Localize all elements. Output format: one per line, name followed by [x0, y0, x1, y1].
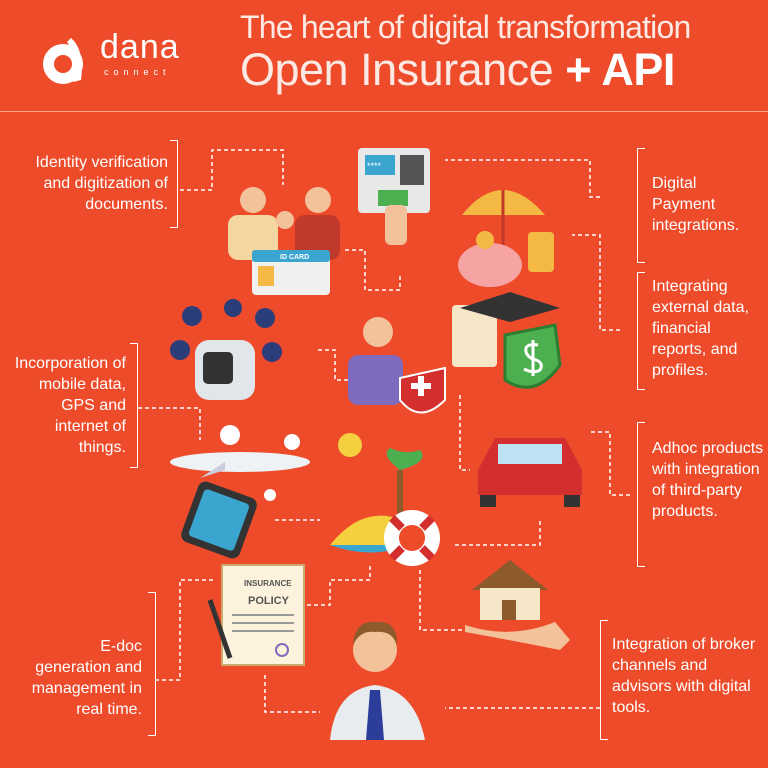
bracket: [170, 140, 178, 228]
airplane-icon: [170, 425, 310, 478]
graduation-money-shield-icon: [452, 292, 562, 389]
feature-mobile-gps-iot: Incorporation of mobile data, GPS and in…: [14, 355, 126, 456]
advisor-icon: [330, 621, 425, 740]
piggy-bank-umbrella-icon: [458, 190, 554, 287]
car-icon: [478, 438, 582, 507]
family-icon: [228, 187, 340, 260]
bracket: [637, 272, 645, 390]
smartphone-gps-icon: [181, 481, 276, 559]
header-subtitle: The heart of digital transformation: [240, 9, 691, 45]
house-in-hand-icon: [465, 560, 570, 650]
feature-edoc-generation: E-doc generation and management in real …: [31, 638, 142, 718]
bracket: [637, 422, 645, 567]
atm-icon: ****: [358, 148, 430, 245]
feature-adhoc-products: Adhoc products with integration of third…: [652, 440, 764, 520]
bracket: [130, 343, 138, 468]
feature-digital-payment: Digital Payment integrations.: [652, 175, 740, 234]
lifebuoy-icon: [384, 510, 440, 566]
policy-title-line2: POLICY: [248, 595, 290, 607]
bracket: [600, 620, 608, 740]
policy-title-line1: INSURANCE: [244, 579, 292, 588]
connector-lines: [138, 149, 630, 713]
insurance-policy-document-icon: INSURANCE POLICY: [207, 564, 305, 666]
bracket: [637, 148, 645, 263]
header-divider: [0, 111, 768, 112]
brand-subtitle: connect: [104, 67, 171, 77]
feature-external-data: Integrating external data, financial rep…: [652, 278, 749, 379]
bracket: [148, 592, 156, 736]
title-open-insurance: Open Insurance: [240, 44, 554, 95]
feature-broker-channels: Integration of broker channels and advis…: [612, 636, 756, 716]
brand-name: dana: [100, 28, 180, 66]
smartwatch-iot-icon: [170, 299, 282, 400]
header-title: Open Insurance + API: [240, 46, 675, 94]
atm-pin-text: ****: [367, 161, 382, 171]
dana-connect-logo: [43, 38, 83, 84]
id-card-icon: ID CARD: [252, 250, 330, 295]
dollar-sign-icon: [523, 340, 543, 376]
injured-person-shield-icon: [348, 317, 446, 414]
feature-identity-verification: Identity verification and digitization o…: [35, 154, 168, 213]
id-card-label: ID CARD: [280, 254, 309, 261]
title-api: + API: [565, 44, 675, 95]
